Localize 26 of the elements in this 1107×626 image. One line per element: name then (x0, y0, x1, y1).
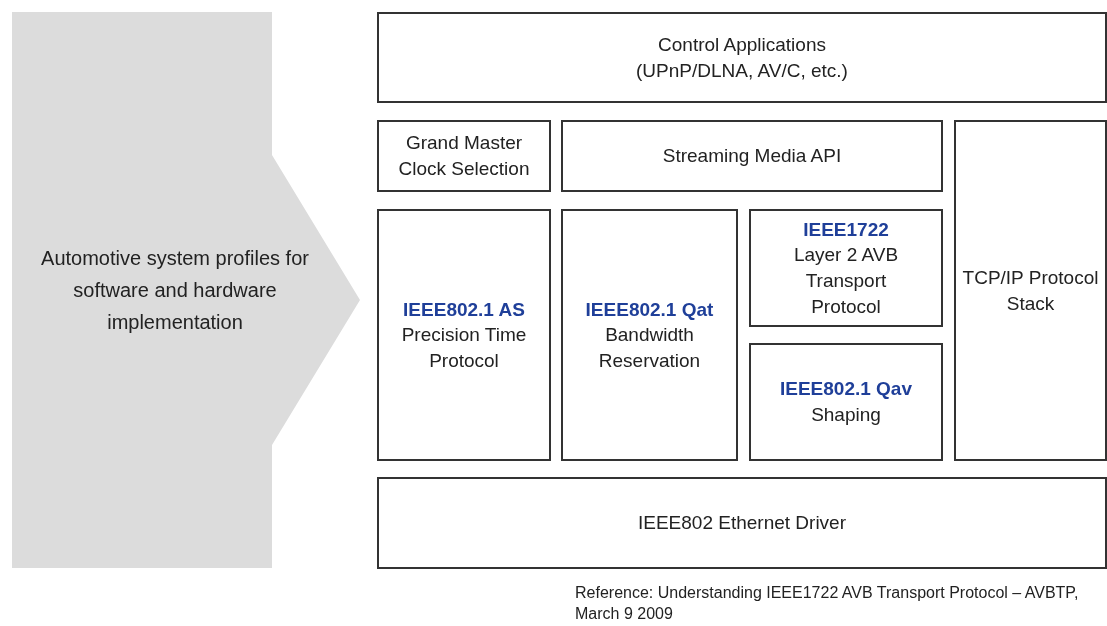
layer-description: Precision Time Protocol (400, 323, 528, 373)
layer-description: Bandwidth Reservation (597, 323, 702, 373)
layer-box (377, 120, 551, 192)
layer-box (749, 343, 943, 461)
standard-name: IEEE802.1 AS (403, 297, 525, 322)
block-arrow (12, 12, 360, 568)
layer-box (377, 209, 551, 461)
layer-description: Layer 2 AVB Transport Protocol (792, 243, 900, 319)
layer-title: IEEE802 Ethernet Driver (637, 511, 846, 536)
layer-description: (UPnP/DLNA, AV/C, etc.) (636, 58, 848, 83)
arrow-text: Automotive system profiles for software and hardware implementation (40, 246, 310, 335)
layer-title: Streaming Media API (662, 144, 842, 169)
reference-note: Reference: Understanding IEEE1722 AVB Transport Protocol – AVBTP, March 9 2009 (575, 583, 1080, 624)
layer-box (561, 120, 943, 192)
layer-description: Shaping (811, 403, 881, 427)
layer-title: TCP/IP Protocol Stack (961, 265, 1100, 316)
standard-name: IEEE802.1 Qat (585, 297, 714, 322)
standard-name: IEEE802.1 Qav (779, 377, 912, 402)
standard-name: IEEE1722 (803, 217, 889, 242)
layer-box (954, 120, 1107, 461)
layer-title: Control Applications (658, 32, 826, 57)
layer-title: Grand Master Clock Selection (397, 131, 531, 181)
layer-box (561, 209, 738, 461)
layer-box (377, 12, 1107, 103)
layer-box (749, 209, 943, 327)
layer-box (377, 477, 1107, 569)
